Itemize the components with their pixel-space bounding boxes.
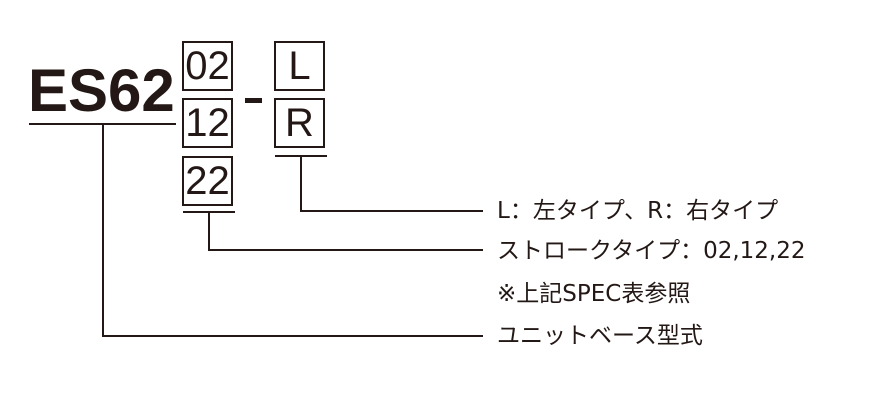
side-leader-vertical	[300, 155, 302, 212]
stroke-option-box: 12	[182, 98, 233, 148]
stroke-option-box: 22	[182, 156, 233, 206]
side-option-box: R	[274, 98, 325, 148]
separator-dash	[245, 98, 262, 103]
side-leader-horizontal	[300, 210, 483, 212]
stroke-label: ストロークタイプ：02,12,22	[497, 238, 806, 264]
stroke-leader-horizontal	[208, 249, 483, 251]
model-leader-vertical	[102, 124, 104, 337]
model-code: ES62	[28, 57, 175, 124]
stroke-leader-vertical	[208, 211, 210, 251]
side-label: L：左タイプ、R：右タイプ	[497, 198, 779, 224]
base-label: ユニットベース型式	[497, 323, 703, 349]
spec-note: ※上記SPEC表参照	[497, 281, 691, 307]
model-leader-horizontal	[102, 335, 483, 337]
stroke-option-box: 02	[182, 41, 233, 91]
side-option-box: L	[274, 41, 325, 91]
